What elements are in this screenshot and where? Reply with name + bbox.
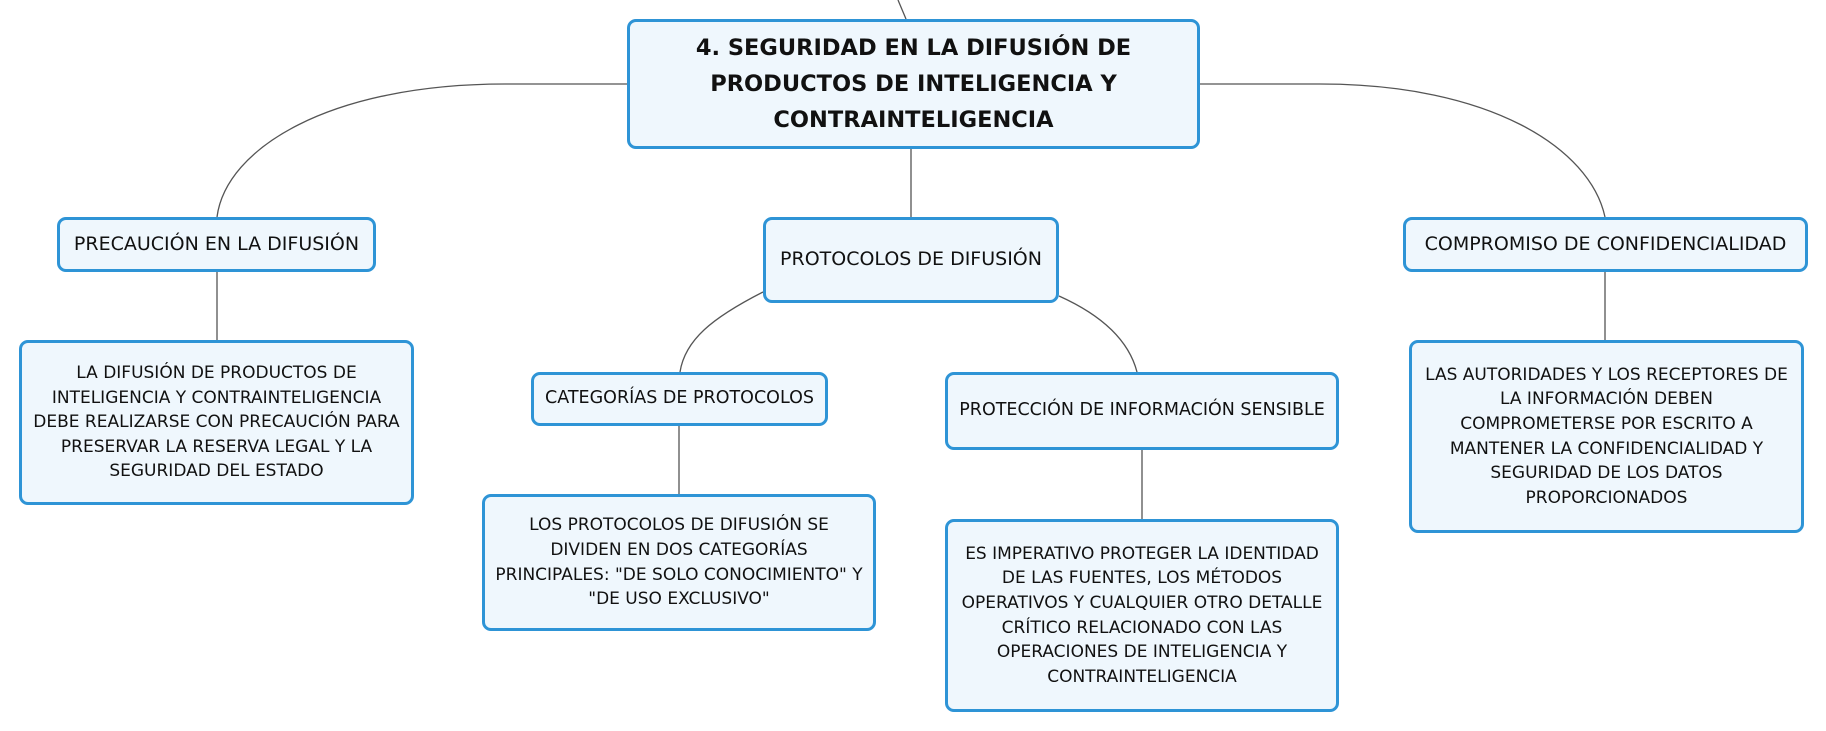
topic-protocolos-de-difusion[interactable]: PROTOCOLOS DE DIFUSIÓN [763,217,1059,303]
detail-categorias-text: LOS PROTOCOLOS DE DIFUSIÓN SE DIVIDEN EN… [495,515,863,610]
connector-root-to-compromiso [1200,83,1606,218]
detail-categorias-node[interactable]: LOS PROTOCOLOS DE DIFUSIÓN SE DIVIDEN EN… [482,494,876,631]
detail-precaucion-text: LA DIFUSIÓN DE PRODUCTOS DE INTELIGENCIA… [33,362,400,482]
topic-precaucion-label: PRECAUCIÓN EN LA DIFUSIÓN [73,232,360,255]
topic-compromiso-de-confidencialidad[interactable]: COMPROMISO DE CONFIDENCIALIDAD [1403,217,1808,272]
root-topic-node[interactable]: 4. SEGURIDAD EN LA DIFUSIÓN DE PRODUCTOS… [627,19,1200,149]
subtopic-proteccion-label: PROTECCIÓN DE INFORMACIÓN SENSIBLE [959,400,1325,421]
connector-parent-to-root [897,0,907,20]
detail-compromiso-text: LAS AUTORIDADES Y LOS RECEPTORES DE LA I… [1425,364,1788,508]
detail-precaucion-node[interactable]: LA DIFUSIÓN DE PRODUCTOS DE INTELIGENCIA… [19,340,414,505]
connector-protocolos-to-proteccion [1058,295,1138,373]
topic-compromiso-label: COMPROMISO DE CONFIDENCIALIDAD [1424,232,1787,255]
topic-precaucion-en-la-difusion[interactable]: PRECAUCIÓN EN LA DIFUSIÓN [57,217,376,272]
subtopic-categorias-label: CATEGORÍAS DE PROTOCOLOS [545,388,814,409]
detail-proteccion-text: ES IMPERATIVO PROTEGER LA IDENTIDAD DE L… [961,543,1323,687]
detail-proteccion-node[interactable]: ES IMPERATIVO PROTEGER LA IDENTIDAD DE L… [945,519,1339,712]
subtopic-proteccion-de-informacion-sensible[interactable]: PROTECCIÓN DE INFORMACIÓN SENSIBLE [945,372,1339,450]
root-topic-label: 4. SEGURIDAD EN LA DIFUSIÓN DE PRODUCTOS… [695,35,1132,133]
connector-root-to-precaucion [216,83,627,218]
connector-protocolos-to-categorias [679,291,764,373]
subtopic-categorias-de-protocolos[interactable]: CATEGORÍAS DE PROTOCOLOS [531,372,828,426]
detail-compromiso-node[interactable]: LAS AUTORIDADES Y LOS RECEPTORES DE LA I… [1409,340,1804,533]
topic-protocolos-label: PROTOCOLOS DE DIFUSIÓN [780,248,1042,271]
